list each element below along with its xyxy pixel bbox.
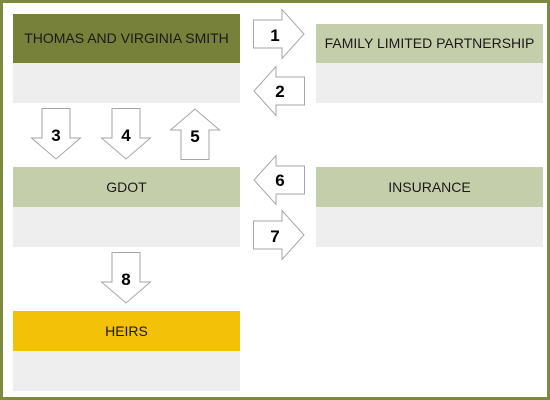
arrow-5-up: 5: [169, 108, 221, 160]
smith-label: THOMAS AND VIRGINIA SMITH: [24, 30, 229, 46]
arrow-3-down: 3: [30, 108, 82, 160]
arrow-1-right: 1: [253, 8, 305, 60]
smith-box-body: [13, 63, 240, 103]
arrow-6-number: 6: [275, 171, 284, 190]
arrow-3-number: 3: [51, 126, 60, 145]
gdot-box-header: GDOT: [13, 167, 240, 207]
arrow-2-number: 2: [275, 82, 284, 101]
heirs-box-header: HEIRS: [13, 311, 240, 351]
arrow-4-number: 4: [121, 126, 131, 145]
arrow-6-left: 6: [253, 154, 305, 206]
flp-box-header: FAMILY LIMITED PARTNERSHIP: [316, 24, 543, 63]
insurance-label: INSURANCE: [388, 178, 471, 195]
arrow-2-left: 2: [253, 65, 305, 117]
arrow-4-down: 4: [100, 108, 152, 160]
arrow-8-number: 8: [121, 270, 130, 289]
flp-label: FAMILY LIMITED PARTNERSHIP: [324, 35, 535, 51]
arrow-1-number: 1: [270, 26, 279, 45]
heirs-label: HEIRS: [105, 322, 148, 339]
flp-box-body: [316, 63, 543, 103]
smith-box-header: THOMAS AND VIRGINIA SMITH: [13, 14, 240, 63]
arrow-5-number: 5: [190, 127, 199, 146]
arrow-7-right: 7: [253, 209, 305, 261]
insurance-box-header: INSURANCE: [316, 167, 543, 207]
gdot-box-body: [13, 207, 240, 247]
arrow-8-down: 8: [100, 252, 152, 304]
heirs-box-body: [13, 351, 240, 391]
arrow-7-number: 7: [270, 227, 279, 246]
insurance-box-body: [316, 207, 543, 247]
gdot-label: GDOT: [106, 178, 147, 195]
